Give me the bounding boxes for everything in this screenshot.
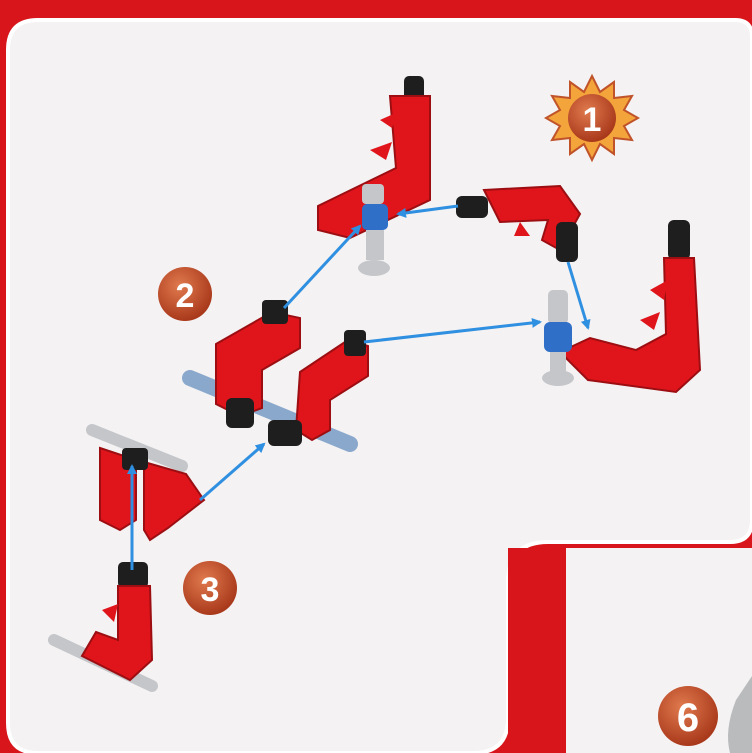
step-3-number: 3 bbox=[201, 571, 220, 609]
step-3-badge: 3 bbox=[183, 561, 237, 615]
step-2-number: 2 bbox=[176, 277, 195, 315]
page-number: 6 bbox=[677, 696, 699, 740]
red-stripe bbox=[508, 548, 566, 753]
step-1-number: 1 bbox=[583, 101, 602, 139]
step-2-badge: 2 bbox=[158, 267, 212, 321]
